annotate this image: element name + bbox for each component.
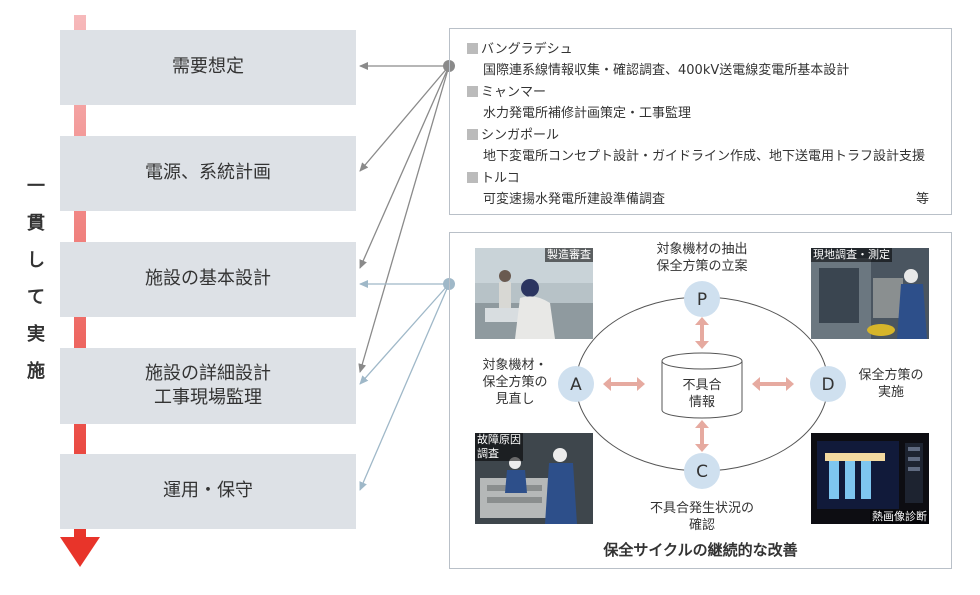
stage-label: 需要想定 [172, 56, 244, 78]
bullet-square-icon [467, 129, 478, 140]
projects-etc: 等 [915, 192, 929, 207]
pdca-node-c [684, 453, 720, 489]
project-detail: 水力発電所補修計画策定・工事監理 [483, 106, 692, 121]
double-arrow-a [603, 377, 645, 391]
vertical-label-char: て [27, 287, 45, 308]
photo-caption: 故障原因 調査 [475, 433, 523, 461]
double-arrow-c [695, 420, 709, 452]
double-arrow-d [752, 377, 794, 391]
pdca-diagram: P C A D [558, 281, 846, 489]
label-do: 保全方策の 実施 [858, 368, 924, 400]
stage-label: 電源、系統計画 [145, 162, 271, 184]
project-country-turkey: トルコ [467, 167, 520, 186]
pdca-letter: P [697, 290, 707, 310]
vertical-label-char: 貫 [27, 213, 45, 234]
vertical-label-char: 一 [27, 176, 45, 197]
vertical-label-char: し [27, 250, 45, 271]
overseas-projects-panel: バングラデシュ 国際連系線情報収集・確認調査、400kV送電線変電所基本設計 ミ… [449, 28, 952, 215]
pdca-letter: D [821, 375, 834, 395]
center-label-line: 情報 [688, 395, 715, 410]
pdca-node-a [558, 366, 594, 402]
label-check: 不具合発生状況の 確認 [649, 501, 754, 533]
photo-failure-investigation: 故障原因 調査 [475, 433, 593, 524]
stage-label: 運用・保守 [163, 480, 253, 502]
vertical-label: 一 貫 し て 実 施 [22, 168, 50, 390]
project-detail: 可変速揚水発電所建設準備調査 [483, 192, 666, 207]
label-act: 対象機材・ 保全方策の 見直し [482, 358, 548, 407]
arrow-pdca-to-operation [359, 283, 450, 491]
pdca-letter: C [696, 462, 708, 482]
double-arrow-p [695, 317, 709, 349]
pdca-node-d [810, 366, 846, 402]
label-plan: 対象機材の抽出 保全方策の立案 [656, 242, 748, 274]
project-country-singapore: シンガポール [467, 124, 559, 143]
stage-label: 工事現場監理 [154, 387, 262, 408]
vertical-label-char: 実 [27, 324, 45, 345]
photo-image [811, 248, 929, 339]
photo-site-survey: 現地調査・測定 [811, 248, 929, 339]
stage-power-system-plan: 電源、系統計画 [60, 136, 356, 211]
stage-demand-forecast: 需要想定 [60, 30, 356, 105]
project-detail: 国際連系線情報収集・確認調査、400kV送電線変電所基本設計 [483, 63, 850, 78]
photo-caption: 熱画像診断 [870, 510, 929, 524]
photo-image [811, 433, 929, 524]
arrow-to-detailed-design [358, 65, 450, 373]
bullet-square-icon [467, 86, 478, 97]
arrow-to-basic-design [359, 65, 450, 269]
vertical-label-char: 施 [27, 361, 45, 382]
stage-label: 施設の基本設計 [145, 268, 271, 290]
stage-detailed-design: 施設の詳細設計 工事現場監理 [60, 348, 356, 424]
photo-caption: 現地調査・測定 [811, 248, 892, 262]
photo-manufacturing-inspection: 製造審査 [475, 248, 593, 339]
bullet-square-icon [467, 43, 478, 54]
maintenance-cycle-panel: P C A D 不具合 情報 対象機材の抽出 保全方策の立案 保全方策の 実施 … [449, 232, 952, 569]
center-label-line: 不具合 [682, 378, 722, 393]
stage-label: 施設の詳細設計 [145, 362, 271, 384]
arrow-pdca-to-detailed-design [359, 283, 450, 385]
pdca-title: 保全サイクルの継続的な改善 [603, 541, 798, 559]
pdca-letter: A [570, 375, 582, 395]
pdca-node-p [684, 281, 720, 317]
center-label: 不具合 情報 [662, 377, 742, 411]
project-country-bangladesh: バングラデシュ [467, 38, 573, 57]
photo-thermal-imaging: 熱画像診断 [811, 433, 929, 524]
bullet-square-icon [467, 172, 478, 183]
stage-basic-design: 施設の基本設計 [60, 242, 356, 317]
stage-operation-maintenance: 運用・保守 [60, 454, 356, 529]
database-icon [661, 352, 743, 419]
arrow-to-system-plan [359, 65, 450, 172]
project-country-myanmar: ミャンマー [467, 81, 546, 100]
photo-caption: 製造審査 [545, 248, 593, 262]
project-detail: 地下変電所コンセプト設計・ガイドライン作成、地下送電用トラフ設計支援 [483, 149, 926, 164]
photo-image [475, 248, 593, 339]
